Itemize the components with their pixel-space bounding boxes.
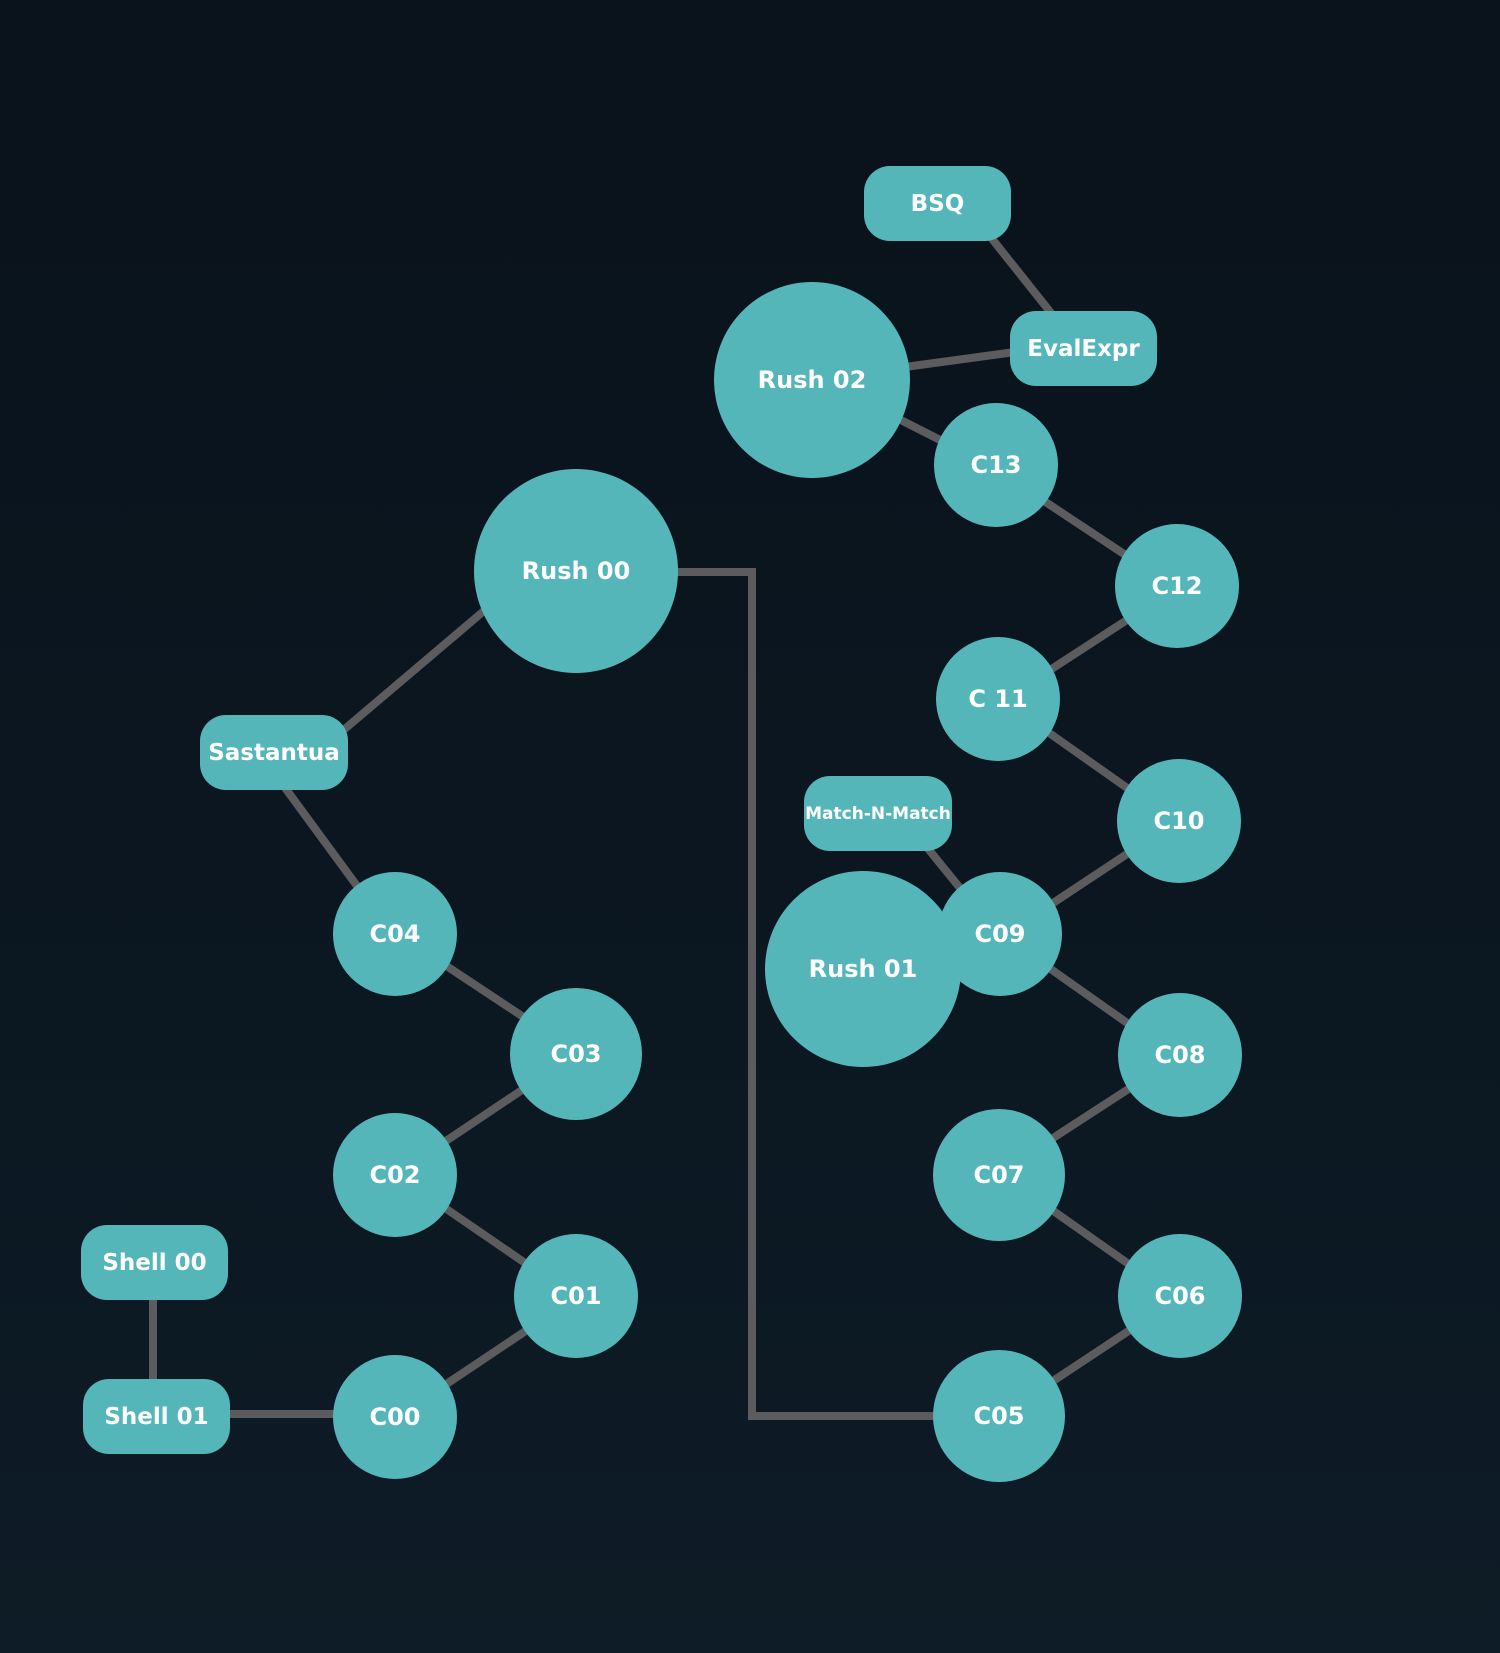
edge-c04-c03 <box>442 961 531 1024</box>
node-c05[interactable]: C05 <box>933 1350 1065 1482</box>
edge-c07-c06 <box>1042 1201 1133 1269</box>
edge-c13-c12 <box>1032 491 1133 562</box>
edge-c02-c01 <box>442 1204 531 1269</box>
edge-c06-c05 <box>1047 1326 1133 1387</box>
node-c13[interactable]: C13 <box>934 403 1058 527</box>
edge-rush02-evalexpr <box>904 348 1016 371</box>
edge-c11-c10 <box>1042 726 1133 794</box>
edge-c09-c08 <box>1042 961 1133 1029</box>
node-c01[interactable]: C01 <box>514 1234 638 1358</box>
edge-sastantua-c04 <box>279 782 364 893</box>
edge-c01-c00 <box>442 1324 533 1389</box>
node-shell01[interactable]: Shell 01 <box>83 1379 230 1454</box>
node-c02[interactable]: C02 <box>333 1113 457 1237</box>
node-rush01[interactable]: Rush 01 <box>765 871 961 1067</box>
node-rush00[interactable]: Rush 00 <box>474 469 678 673</box>
node-c07[interactable]: C07 <box>933 1109 1065 1241</box>
edge-bsq-evalexpr <box>981 227 1059 321</box>
edge-c03-c02 <box>437 1084 528 1149</box>
edge-rush00-sastantua <box>337 606 488 737</box>
node-c11[interactable]: C 11 <box>936 637 1060 761</box>
node-c04[interactable]: C04 <box>333 872 457 996</box>
edge-rush00-c05 <box>675 568 935 1420</box>
node-sastantua[interactable]: Sastantua <box>200 715 348 790</box>
node-evalexpr[interactable]: EvalExpr <box>1010 311 1157 386</box>
node-rush02[interactable]: Rush 02 <box>714 282 910 478</box>
node-c08[interactable]: C08 <box>1118 993 1242 1117</box>
node-match-n-match[interactable]: Match-N-Match <box>804 776 952 851</box>
edge-c12-c11 <box>1047 614 1133 674</box>
node-c10[interactable]: C10 <box>1117 759 1241 883</box>
node-c00[interactable]: C00 <box>333 1355 457 1479</box>
node-c06[interactable]: C06 <box>1118 1234 1242 1358</box>
edge-c10-c09 <box>1047 848 1133 909</box>
node-c09[interactable]: C09 <box>938 872 1062 996</box>
edge-match-c09 <box>921 842 964 891</box>
node-c12[interactable]: C12 <box>1115 524 1239 648</box>
node-shell00[interactable]: Shell 00 <box>81 1225 228 1300</box>
node-bsq[interactable]: BSQ <box>864 166 1011 241</box>
edge-c08-c07 <box>1047 1084 1133 1144</box>
node-c03[interactable]: C03 <box>510 988 642 1120</box>
